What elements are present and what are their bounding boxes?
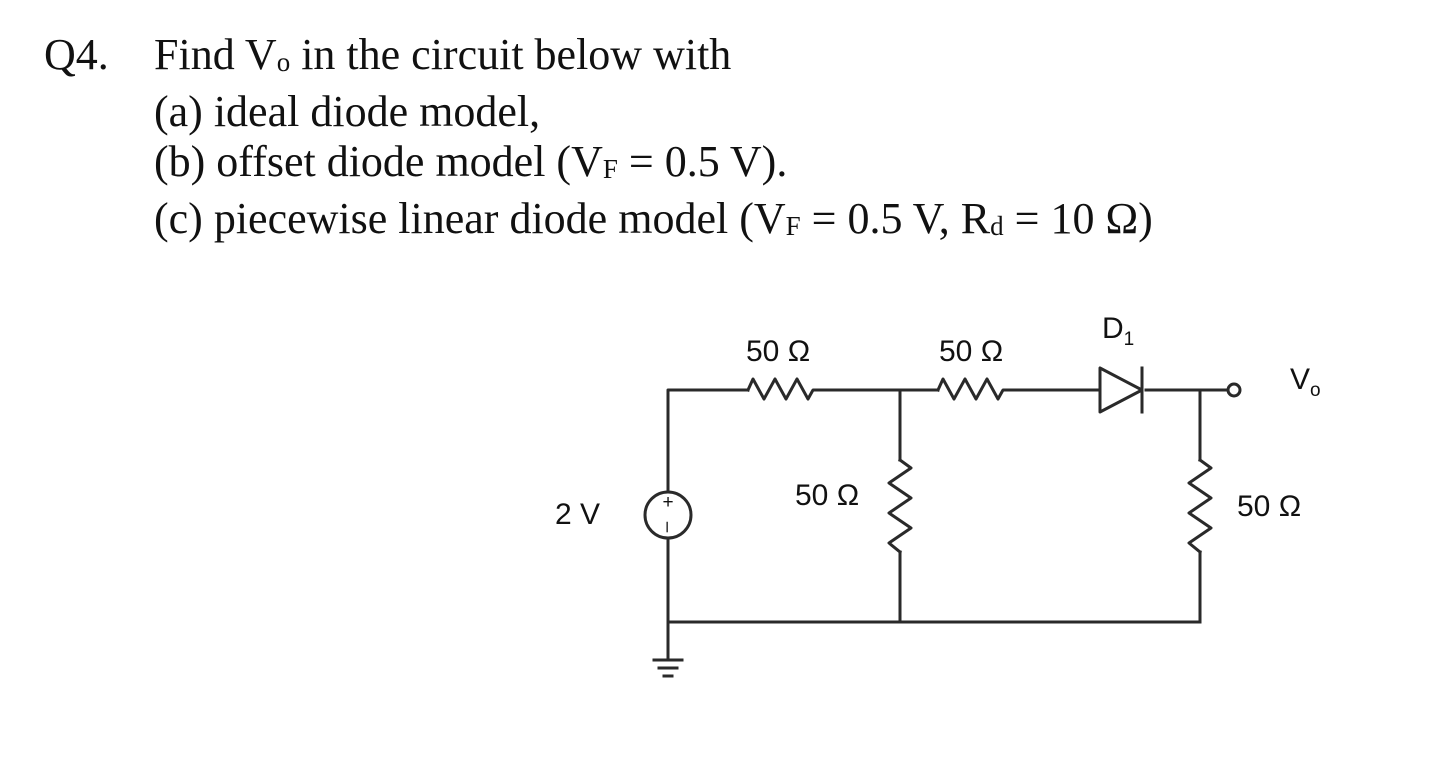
resistor-r3-label: 50 Ω — [795, 479, 859, 512]
source-minus-sign: – — [657, 522, 678, 533]
voltage-source-circle — [643, 490, 693, 540]
question-prompt: Find V — [154, 30, 277, 79]
wire-left-top — [666, 388, 750, 494]
question-number: Q4. — [44, 30, 109, 79]
question-prompt-rest: in the circuit below with — [290, 30, 732, 79]
diode-d1-triangle — [1098, 366, 1144, 414]
question-text: Q4. Find Vo in the circuit below with (a… — [44, 30, 1153, 251]
ground-symbol — [652, 658, 684, 678]
resistor-r1 — [746, 377, 825, 401]
resistor-r2 — [936, 377, 1015, 401]
source-label: 2 V — [555, 498, 600, 531]
resistor-r3-shunt — [887, 457, 913, 555]
resistor-r4-label: 50 Ω — [1237, 490, 1301, 523]
output-label: Vo — [1290, 363, 1321, 401]
question-part-b: (b) offset diode model (VF = 0.5 V). — [154, 137, 788, 186]
output-terminal — [1226, 382, 1242, 398]
resistor-r2-label: 50 Ω — [939, 335, 1003, 368]
question-part-a: (a) ideal diode model, — [154, 87, 541, 136]
question-line-1: Q4. Find Vo in the circuit below with — [44, 30, 1153, 87]
source-plus-sign: + — [662, 492, 673, 513]
diode-label: D1 — [1102, 312, 1134, 350]
question-prompt-subscript: o — [276, 47, 291, 77]
resistor-r1-label: 50 Ω — [746, 335, 810, 368]
question-part-c: (c) piecewise linear diode model (VF = 0… — [154, 194, 1153, 243]
resistor-r4-load — [1187, 457, 1213, 555]
